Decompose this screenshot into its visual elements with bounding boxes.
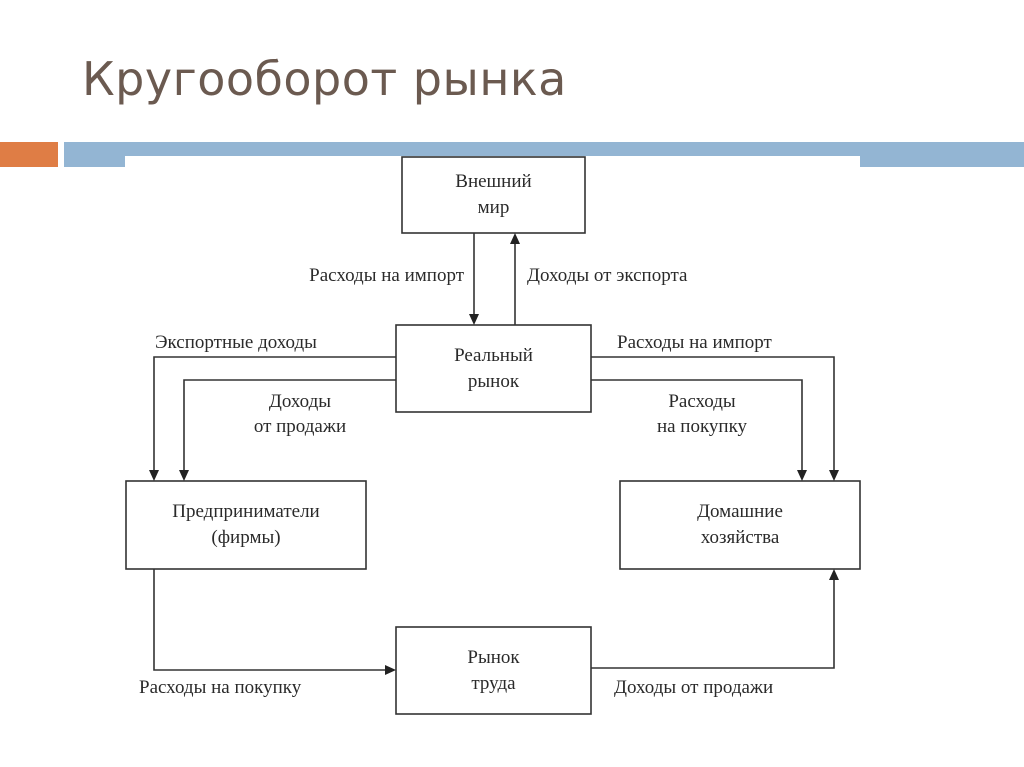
- arrowhead-up: [510, 233, 520, 244]
- slide-title: Кругооборот рынка: [82, 52, 567, 106]
- arrowhead-down: [829, 470, 839, 481]
- label-export-income-left: Экспортные доходы: [155, 332, 317, 353]
- node-label-line2: рынок: [467, 370, 520, 392]
- node-labor-market: Рынок труда: [396, 627, 591, 714]
- arrowhead-right: [385, 665, 396, 675]
- label-line2: на покупку: [656, 416, 748, 437]
- arrowhead-down: [179, 470, 189, 481]
- box-labor-market: [395, 626, 592, 715]
- box-households: [619, 480, 861, 570]
- label-export-income-top: Доходы от экспорта: [527, 265, 688, 286]
- arrow-sales-income-left: [183, 379, 396, 474]
- node-real-market: Реальный рынок: [396, 325, 591, 412]
- accent-bar-orange: [0, 142, 58, 167]
- box-real-market: [395, 324, 592, 413]
- label-sales-income-left: Доходы от продажи: [230, 389, 370, 439]
- node-label-line2: хозяйства: [700, 527, 780, 548]
- node-label-line2: мир: [477, 197, 510, 218]
- node-label-line1: Реальный: [454, 344, 533, 366]
- label-line1: Доходы: [268, 391, 332, 412]
- node-label-line1: Внешний: [455, 171, 532, 192]
- label-line1: Расходы: [668, 391, 736, 412]
- label-sales-income-bottom: Доходы от продажи: [614, 677, 774, 698]
- arrow-purchase-spending-bottom: [153, 569, 389, 671]
- box-firms: [125, 480, 367, 570]
- label-purchase-spending-right: Расходы на покупку: [632, 389, 772, 439]
- arrowhead-down: [469, 314, 479, 325]
- arrow-export-income-left: [153, 356, 396, 474]
- arrow-import-spending-right: [591, 356, 835, 474]
- arrowhead-down: [797, 470, 807, 481]
- node-outside-world: Внешний мир: [402, 157, 585, 233]
- label-import-spending-right: Расходы на импорт: [617, 332, 772, 353]
- node-label-line1: Домашние: [697, 501, 783, 522]
- label-line2: от продажи: [253, 416, 347, 437]
- node-label-line1: Предприниматели: [172, 501, 320, 522]
- arrowhead-down: [149, 470, 159, 481]
- node-households: Домашние хозяйства: [620, 481, 860, 569]
- node-label-line2: (фирмы): [211, 527, 281, 548]
- node-label-line2: труда: [471, 672, 516, 694]
- arrowhead-up: [829, 569, 839, 580]
- box-outside-world: [401, 156, 586, 234]
- arrow-purchase-spending-right: [591, 379, 803, 474]
- node-label-line1: Рынок: [467, 646, 520, 668]
- arrow-sales-income-bottom: [591, 576, 835, 669]
- label-import-spending-top: Расходы на импорт: [309, 265, 464, 286]
- node-firms: Предприниматели (фирмы): [126, 481, 366, 569]
- label-purchase-spending-bottom: Расходы на покупку: [139, 677, 302, 698]
